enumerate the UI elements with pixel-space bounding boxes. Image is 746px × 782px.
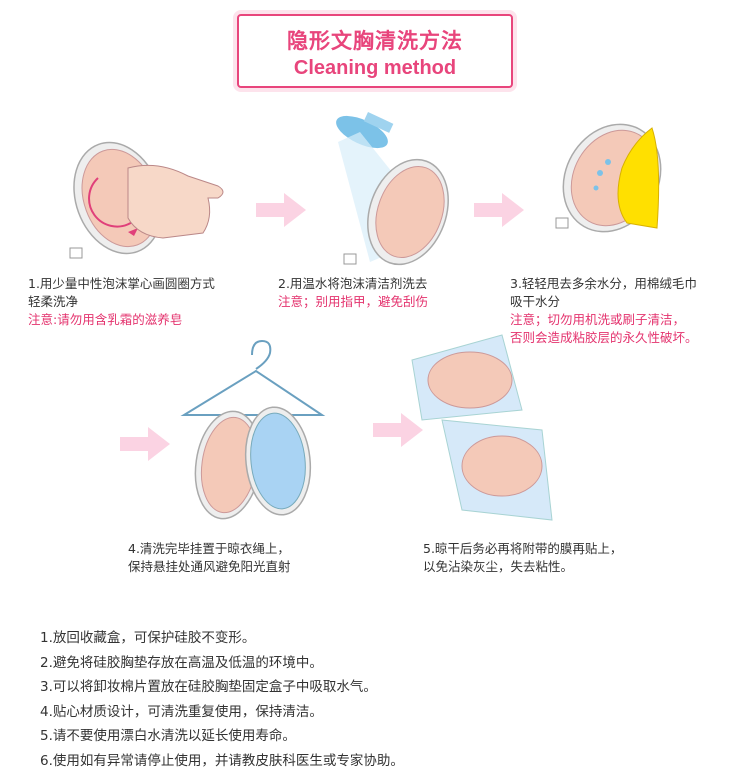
step-2-note: 注意；别用指甲，避免刮伤 xyxy=(278,294,429,309)
tips-list: 1.放回收藏盒，可保护硅胶不变形。 2.避免将硅胶胸垫存放在高温及低温的环境中。… xyxy=(40,626,404,773)
list-item: 6.使用如有异常请停止使用，并请教皮肤科医生或专家协助。 xyxy=(40,752,404,769)
step2-illustration xyxy=(336,112,449,266)
title-box: 隐形文胸清洗方法 Cleaning method xyxy=(237,14,513,88)
list-item: 4.贴心材质设计，可清洗重复使用，保持清洁。 xyxy=(40,703,323,720)
list-item: 3.可以将卸妆棉片置放在硅胶胸垫固定盒子中吸取水气。 xyxy=(40,679,377,695)
step-2-text: 2.用温水将泡沫清洁剂洗去 注意；别用指甲，避免刮伤 xyxy=(278,275,428,311)
list-item: 5.请不要使用漂白水清洗以延长使用寿命。 xyxy=(40,728,296,744)
step3-illustration xyxy=(555,123,662,233)
step-3-line2: 吸干水分 xyxy=(510,294,561,309)
step-4-line1: 4.清洗完毕挂置于晾衣绳上， xyxy=(128,541,290,556)
step-1-note: 注意:请勿用含乳霜的滋养皂 xyxy=(28,312,183,327)
step5-illustration xyxy=(411,334,553,521)
arrow-icon xyxy=(256,193,306,227)
step-3-text: 3.轻轻甩去多余水分，用棉绒毛巾 吸干水分 注意；切勿用机洗或刷子清洁， 否则会… xyxy=(510,275,698,347)
list-item: 1.放回收藏盒，可保护硅胶不变形。 xyxy=(40,630,256,646)
step-1-line1: 1.用少量中性泡沫掌心画圆圈方式 xyxy=(28,276,215,291)
step-4-text: 4.清洗完毕挂置于晾衣绳上， 保持悬挂处通风避免阳光直射 xyxy=(128,540,291,576)
list-item: 2.避免将硅胶胸垫存放在高温及低温的环境中。 xyxy=(40,654,323,671)
arrow-icon xyxy=(474,193,524,227)
step-3-line1: 3.轻轻甩去多余水分，用棉绒毛巾 xyxy=(510,276,697,291)
step-4-line2: 保持悬挂处通风避免阳光直射 xyxy=(128,559,291,574)
title-en: Cleaning method xyxy=(293,57,457,79)
step-5-line2: 以免沾染灰尘，失去粘性。 xyxy=(423,559,574,574)
step-3-note1: 注意；切勿用机洗或刷子清洁， xyxy=(510,312,686,327)
title-cn: 隐形文胸清洗方法 xyxy=(287,29,463,53)
step-3-note2: 否则会造成粘胶层的永久性破坏。 xyxy=(510,330,698,345)
step-2-line1: 2.用温水将泡沫清洁剂洗去 xyxy=(278,276,428,291)
arrow-icon xyxy=(373,413,423,447)
step-5-text: 5.晾干后务必再将附带的膜再贴上， 以免沾染灰尘，失去粘性。 xyxy=(423,540,622,576)
step-1-line2: 轻柔洗净 xyxy=(28,294,79,309)
step1-illustration xyxy=(69,141,224,259)
arrow-icon xyxy=(120,427,170,461)
step4-illustration xyxy=(180,339,326,520)
step-5-line1: 5.晾干后务必再将附带的膜再贴上， xyxy=(423,541,623,556)
step-1-text: 1.用少量中性泡沫掌心画圆圈方式 轻柔洗净 注意:请勿用含乳霜的滋养皂 xyxy=(28,275,215,329)
